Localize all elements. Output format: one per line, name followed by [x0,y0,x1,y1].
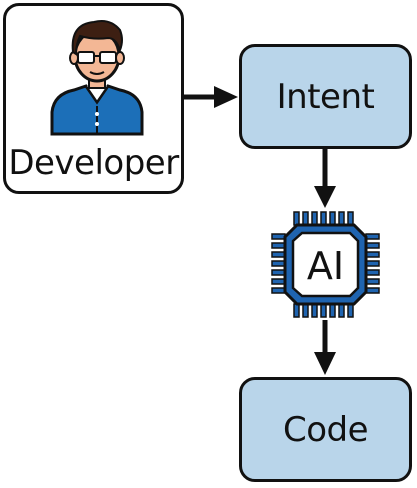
developer-node: Developer [3,3,184,194]
developer-label: Developer [8,143,179,183]
arrow-right-icon [184,86,238,108]
ai-label: AI [307,244,344,288]
intent-label: Intent [276,76,375,117]
developer-avatar-icon [50,20,144,136]
ai-chip-icon: AI [271,211,380,318]
code-label: Code [282,409,369,450]
code-node: Code [239,377,412,482]
arrow-down-icon [314,149,336,208]
intent-node: Intent [239,44,412,149]
arrow-down-icon [314,320,336,375]
